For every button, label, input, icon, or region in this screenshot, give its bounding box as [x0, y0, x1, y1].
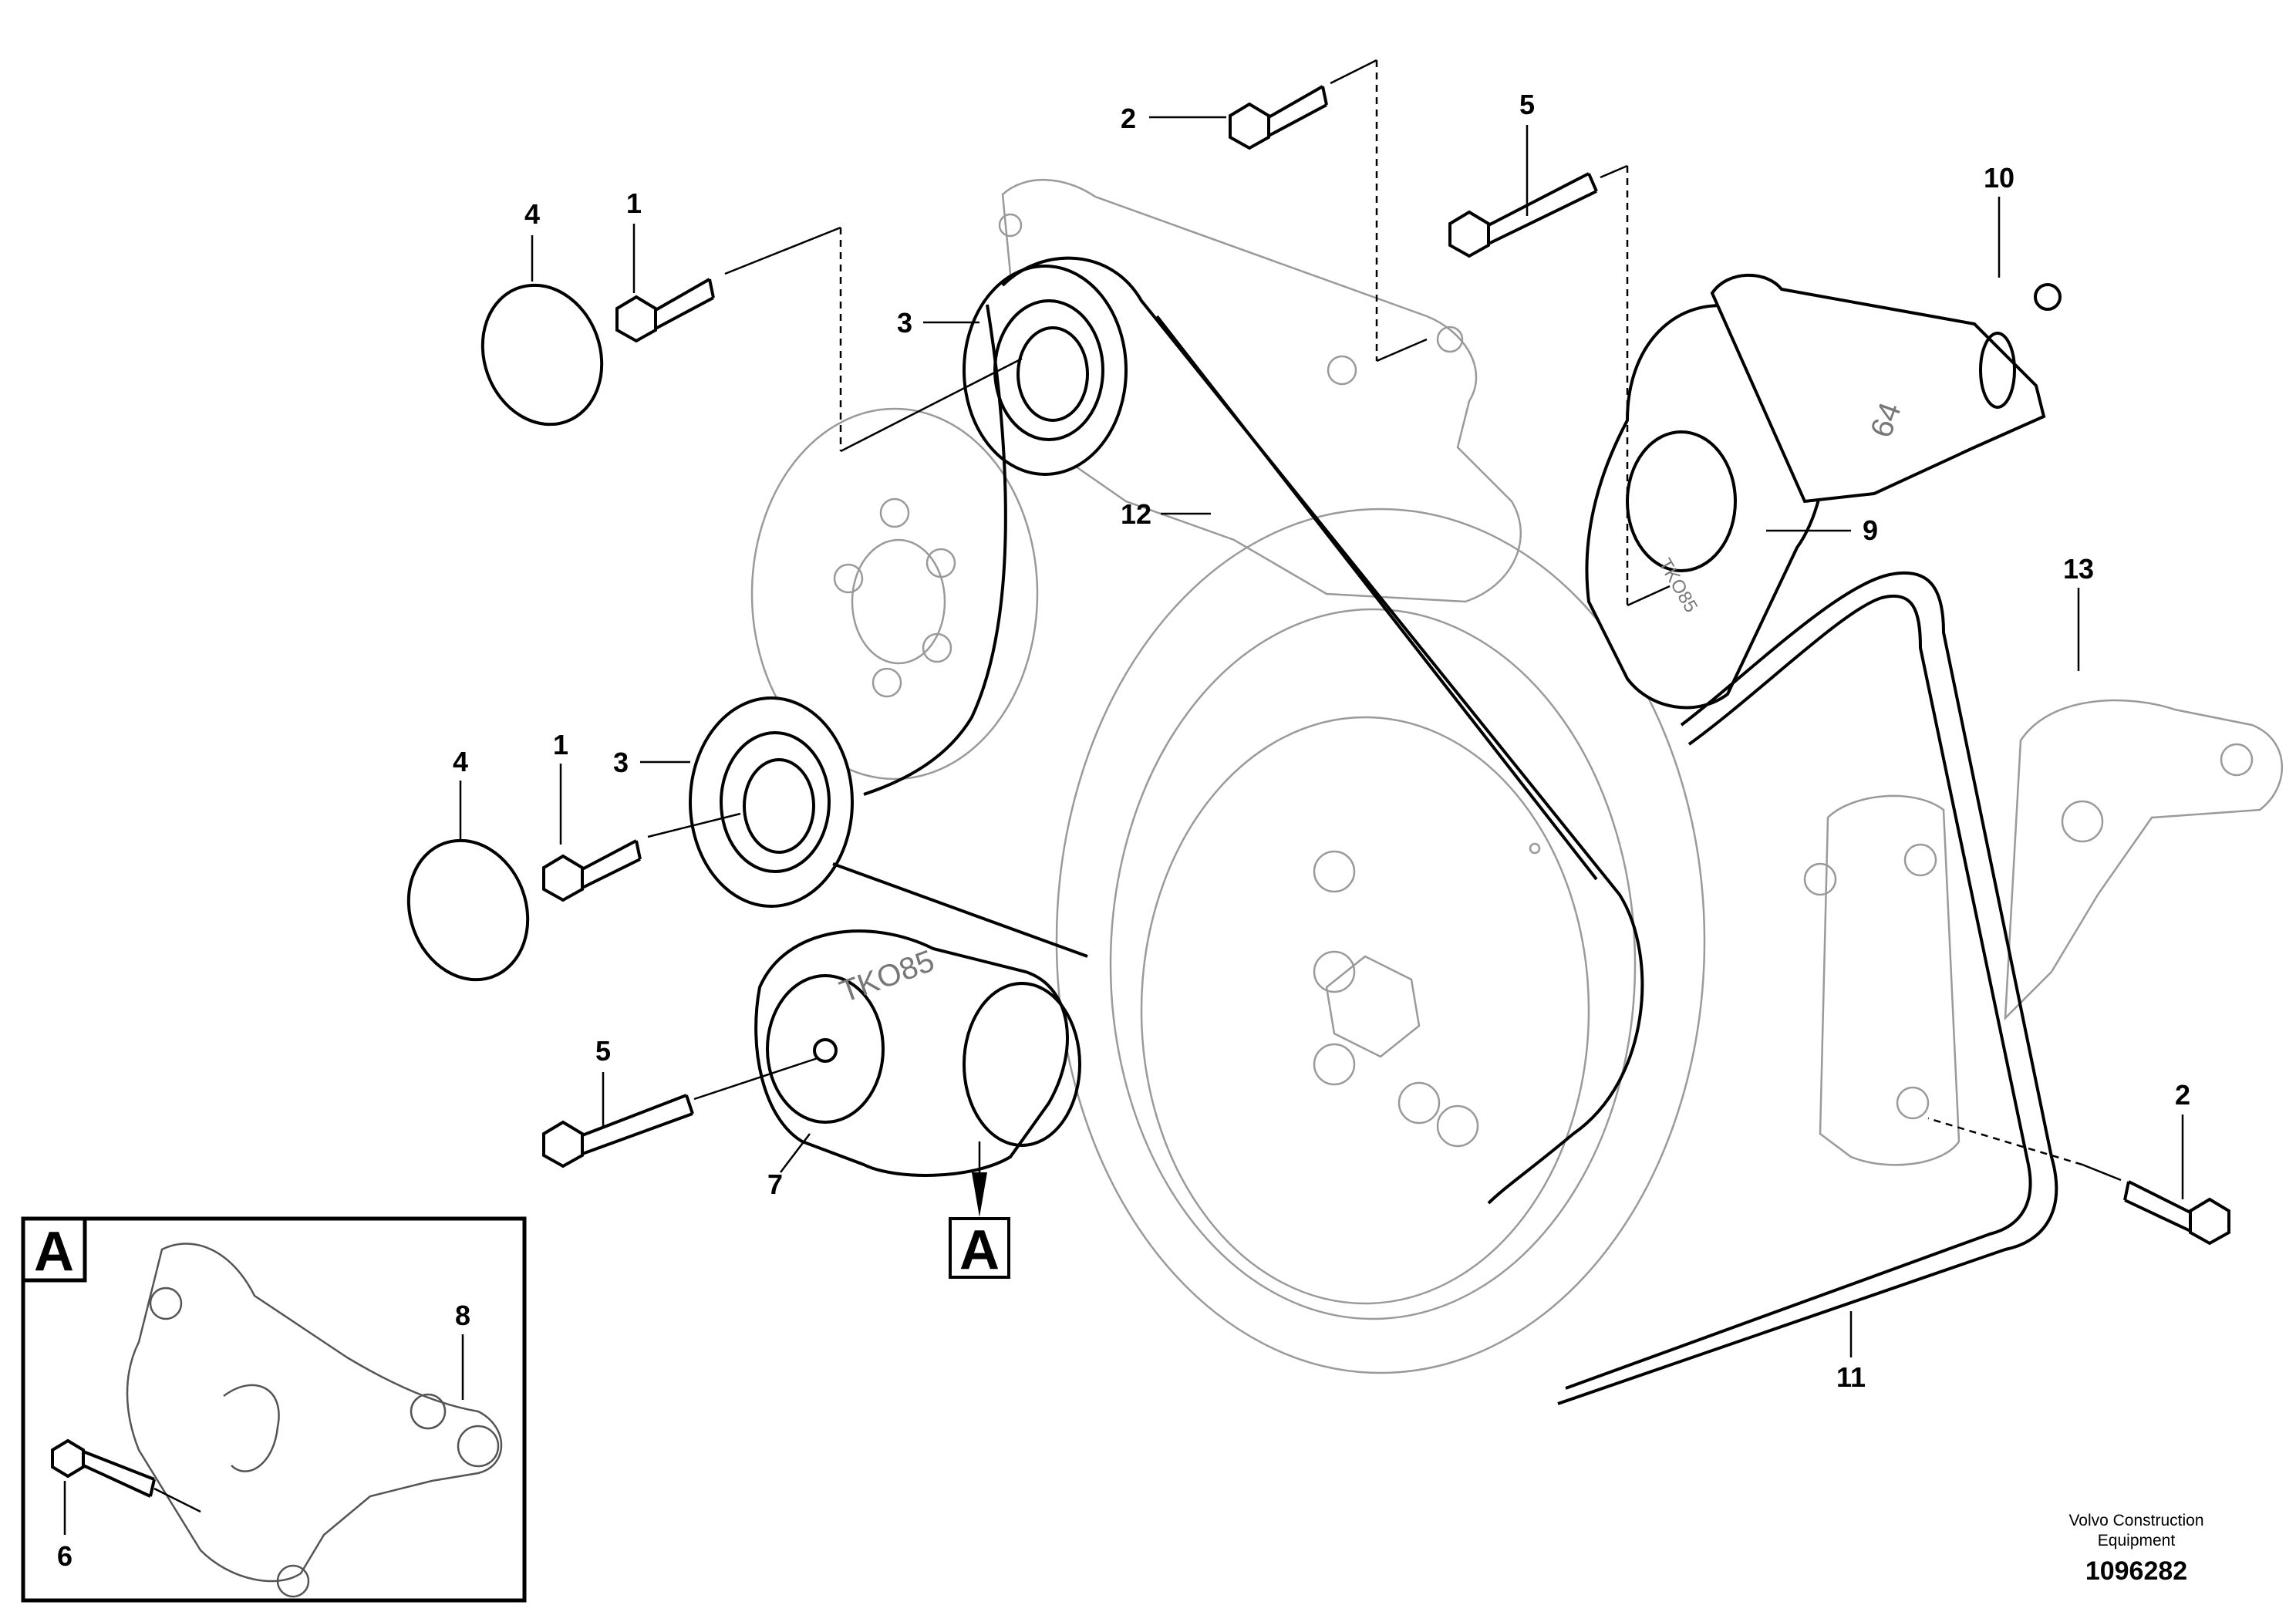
callout-13: 13: [2063, 553, 2094, 585]
callout-10: 10: [1984, 162, 2014, 194]
bolt-2-right: [2123, 1180, 2230, 1246]
bolt-1-mid: [542, 839, 642, 902]
credit-line-1: Volvo Construction: [2068, 1512, 2203, 1529]
callout-5-top: 5: [1519, 89, 1535, 120]
callout-3-mid: 3: [613, 747, 629, 778]
drive-belt-12: [832, 256, 1644, 1205]
tensioner-bracket-8: [126, 1243, 503, 1598]
credit-line-2: Equipment: [2098, 1532, 2176, 1549]
callout-leaders: [63, 116, 2184, 1535]
engine-bracket-upper: [998, 179, 1522, 603]
bolt-1-top: [615, 278, 715, 343]
callout-12: 12: [1121, 498, 1151, 530]
bolt-5-mid: [542, 1094, 694, 1168]
cap-4-mid: [406, 838, 530, 982]
detail-marker-a[interactable]: A: [949, 1172, 1010, 1281]
idler-pulley-upper: [963, 265, 1128, 476]
bolt-2-top: [1229, 85, 1328, 150]
callout-4-mid: 4: [453, 746, 468, 777]
water-pump-pulley: [750, 407, 1039, 781]
footer-credit: Volvo Construction Equipment 1096282: [2068, 1512, 2203, 1586]
cap-4-top: [480, 283, 604, 427]
bolt-6: [51, 1438, 156, 1498]
callout-9: 9: [1863, 514, 1878, 546]
callout-3-top: 3: [897, 307, 912, 339]
callout-5-mid: 5: [595, 1035, 611, 1067]
callout-1-mid: 1: [553, 729, 568, 760]
inset-label: A: [34, 1221, 74, 1283]
callout-numbers: 2 5 10 4 1 3 12 9 13 4 1 3 5 2 7 11 8 6: [57, 89, 2190, 1572]
tensioner-lower: TKO85: [754, 929, 1081, 1177]
callout-11: 11: [1836, 1361, 1866, 1393]
detail-marker-label: A: [959, 1219, 1000, 1281]
inset-detail-a: A: [21, 1216, 527, 1603]
callout-6: 6: [57, 1540, 72, 1572]
callout-2-top: 2: [1121, 103, 1136, 134]
callout-7: 7: [767, 1168, 783, 1200]
document-number: 1096282: [2085, 1556, 2187, 1586]
callout-8: 8: [455, 1300, 470, 1331]
callout-4-top: 4: [524, 198, 540, 230]
idler-pulley-middle: [689, 696, 854, 908]
callout-1-top: 1: [626, 187, 642, 219]
assembly-guide-lines: [647, 59, 2122, 1203]
crankshaft-damper: [1055, 508, 1706, 1374]
callout-2-right: 2: [2175, 1079, 2190, 1111]
engine-bracket-right: [1803, 699, 2284, 1166]
drive-belt-11: [1557, 571, 2058, 1405]
bolt-5-top: [1448, 172, 1598, 258]
tensioner-upper: 64 TKO85: [1585, 273, 2062, 710]
